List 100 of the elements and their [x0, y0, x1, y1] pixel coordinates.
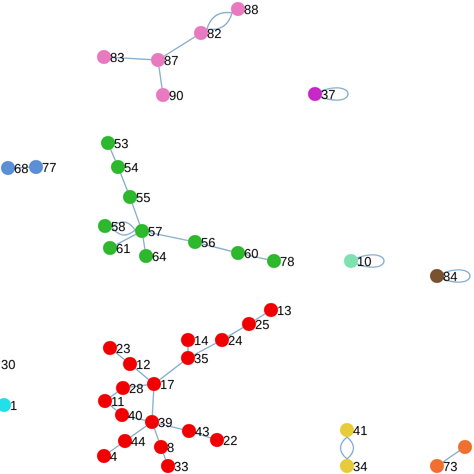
network-node — [242, 317, 256, 331]
node-label: 13 — [277, 304, 292, 316]
network-node — [267, 254, 281, 268]
network-edge — [195, 432, 211, 438]
network-edge — [14, 166, 30, 168]
network-node — [1, 161, 15, 175]
network-edge — [320, 87, 348, 101]
network-edge — [110, 392, 118, 398]
network-node — [151, 53, 165, 67]
node-label: 90 — [169, 88, 184, 102]
network-node — [340, 423, 354, 437]
network-node — [103, 241, 117, 255]
network-node — [161, 459, 175, 473]
node-label: 87 — [164, 54, 178, 66]
network-node — [181, 351, 195, 365]
network-node — [111, 160, 125, 174]
node-label: 11 — [111, 394, 124, 408]
node-label: 73 — [443, 460, 458, 472]
network-node — [154, 440, 168, 454]
node-label: 88 — [244, 2, 258, 16]
network-node — [123, 357, 137, 371]
node-label: 10 — [357, 254, 372, 268]
network-edge — [158, 66, 163, 88]
node-label: 82 — [207, 26, 222, 40]
network-node — [29, 160, 43, 174]
network-edge — [356, 254, 384, 268]
network-edge — [142, 238, 146, 250]
network-node — [135, 224, 149, 238]
network-node — [98, 219, 112, 233]
network-node — [182, 424, 196, 438]
network-edge — [164, 36, 196, 57]
network-node — [181, 333, 195, 347]
node-label: 84 — [443, 270, 458, 282]
network-node — [115, 408, 129, 422]
node-label: 17 — [160, 378, 174, 390]
node-label: 44 — [131, 434, 146, 448]
node-label: 60 — [244, 246, 258, 260]
network-node — [344, 254, 358, 268]
network-node — [215, 333, 229, 347]
node-label: 24 — [228, 334, 242, 346]
network-edge — [112, 221, 136, 230]
node-label: 22 — [223, 434, 238, 446]
node-label: 8 — [167, 440, 174, 454]
network-edge — [130, 426, 147, 438]
network-node — [123, 190, 137, 204]
node-label: 4 — [110, 450, 118, 462]
node-label: 41 — [353, 424, 368, 436]
node-label: 64 — [152, 250, 166, 262]
node-label: 83 — [110, 50, 124, 64]
network-node — [156, 88, 170, 102]
network-edge — [442, 450, 460, 463]
node-label: 39 — [158, 416, 172, 428]
node-label: 56 — [201, 236, 216, 248]
node-label: 1 — [10, 398, 18, 412]
network-edge — [442, 269, 470, 283]
network-edge — [128, 416, 146, 421]
network-node — [210, 433, 224, 447]
node-label: 28 — [129, 382, 144, 394]
network-edge — [148, 232, 188, 242]
network-node — [231, 2, 245, 16]
network-node — [458, 440, 472, 454]
network-node — [194, 26, 208, 40]
network-edge — [159, 362, 183, 380]
network-node — [145, 415, 159, 429]
node-label: 37 — [321, 88, 336, 100]
node-label: 30 — [1, 358, 16, 371]
node-label: 40 — [128, 408, 142, 422]
network-node — [264, 303, 278, 317]
network-edge — [202, 243, 232, 252]
network-edge — [340, 436, 348, 460]
network-edge — [109, 444, 120, 452]
node-label: 33 — [174, 460, 188, 472]
network-edge — [244, 254, 268, 260]
network-node — [430, 269, 444, 283]
network-edge — [110, 149, 116, 161]
network-edge — [346, 436, 354, 460]
node-label: 12 — [136, 358, 150, 370]
network-node — [340, 459, 354, 473]
network-node — [139, 249, 153, 263]
network-node — [118, 434, 132, 448]
node-label: 43 — [195, 424, 210, 438]
node-label: 55 — [136, 190, 150, 204]
node-label: 35 — [194, 352, 208, 364]
network-node — [430, 459, 444, 473]
network-node — [231, 246, 245, 260]
node-label: 34 — [353, 460, 368, 472]
network-node — [97, 50, 111, 64]
node-label: 78 — [280, 254, 294, 268]
network-node — [0, 398, 11, 412]
network-edge — [152, 390, 154, 416]
node-label: 61 — [116, 242, 130, 254]
node-label: 57 — [148, 224, 162, 238]
network-edge — [194, 342, 216, 356]
network-edge — [110, 56, 152, 60]
network-edge — [116, 234, 136, 246]
network-edge — [154, 428, 160, 441]
network-edge — [254, 313, 266, 321]
network-edge — [228, 327, 244, 337]
network-edge — [115, 352, 125, 360]
node-label: 53 — [114, 136, 128, 150]
